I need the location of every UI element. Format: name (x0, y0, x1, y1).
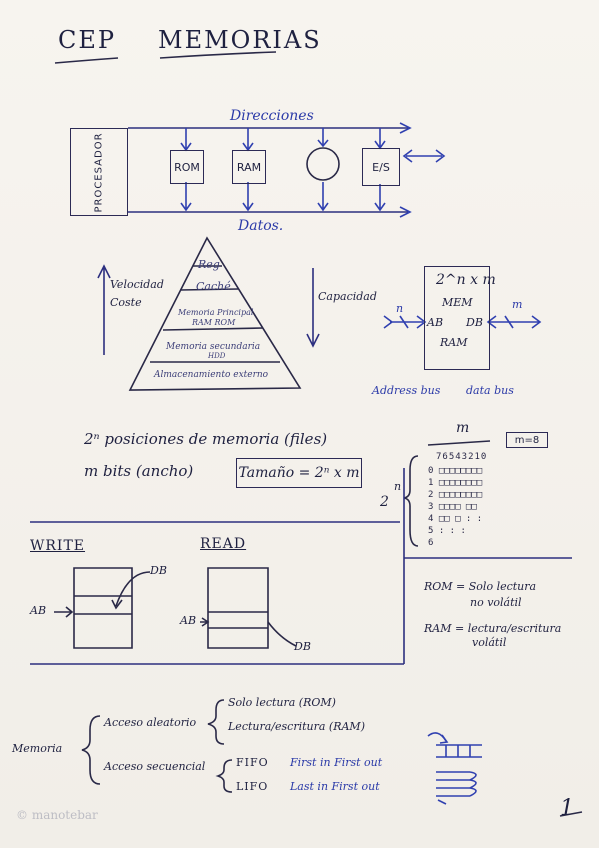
tree-rw: Lectura/escritura (RAM) (228, 720, 365, 733)
mem-db: DB (466, 316, 483, 329)
memory-block (424, 266, 490, 370)
grid-two-label: 2 (380, 494, 389, 510)
grid-row-5: 5 : : : (428, 526, 466, 536)
pyramid-main: Memoria Principal (178, 308, 254, 317)
tree-lifo-desc: Last in First out (290, 780, 380, 793)
grid-row-0: 0 □□□□□□□□ (428, 466, 483, 476)
watermark: © manotebar (16, 808, 98, 822)
mem-ab: AB (427, 316, 444, 329)
read-ab: AB (180, 614, 197, 627)
size-formula-box: Tamaño = 2ⁿ x m (236, 458, 362, 488)
grid-m-eq-box: m=8 (506, 432, 548, 448)
tree-root: Memoria (12, 742, 63, 755)
tree-seq: Acceso secuencial (104, 760, 206, 773)
positions-line-1: 2ⁿ posiciones de memoria (files) (84, 430, 328, 448)
tree-ro: Solo lectura (ROM) (228, 696, 336, 709)
ram-label: RAM (236, 160, 262, 174)
pyramid-reg: Reg (198, 258, 220, 271)
cost-label: Coste (110, 296, 142, 309)
es-box: E/S (362, 148, 400, 186)
pyramid-ramrom: RAM ROM (192, 318, 236, 327)
bus-address-label: Direcciones (230, 108, 314, 124)
mem-ram: RAM (440, 336, 468, 349)
mem-size: 2^n x m (436, 272, 496, 288)
rom-label: ROM (174, 160, 200, 174)
ram-box: RAM (232, 150, 266, 184)
pyramid-cache: Caché (196, 280, 231, 293)
grid-row-1: 1 □□□□□□□□ (428, 478, 483, 488)
grid-row-4: 4 □□ □ : : (428, 514, 483, 524)
read-label: READ (200, 536, 247, 552)
grid-n-label: n (394, 480, 402, 493)
title-memorias: MEMORIAS (158, 26, 322, 54)
grid-row-3: 3 □□□□ □□ (428, 502, 477, 512)
read-db: DB (294, 640, 311, 653)
tree-fifo: FIFO (236, 756, 269, 769)
pyramid-hdd: HDD (208, 352, 226, 360)
grid-m-eq: m=8 (514, 434, 540, 446)
bus-data-label: Datos. (238, 218, 284, 234)
rom-box: ROM (170, 150, 204, 184)
tree-random: Acceso aleatorio (104, 716, 197, 729)
tree-lifo: LIFO (236, 780, 269, 793)
mem-m: m (512, 298, 523, 311)
tree-fifo-desc: First in First out (290, 756, 383, 769)
grid-header: 76543210 (436, 452, 488, 462)
page-number: 1 (560, 796, 574, 821)
write-db: DB (150, 564, 167, 577)
pyramid-secondary: Memoria secundaria (166, 342, 261, 352)
write-label: WRITE (30, 538, 86, 554)
note-rom: ROM = Solo lectura (424, 580, 537, 593)
grid-row-2: 2 □□□□□□□□ (428, 490, 483, 500)
positions-line-2: m bits (ancho) (84, 462, 194, 480)
capacity-label: Capacidad (318, 290, 377, 303)
processor-label: PROCESADOR (93, 131, 105, 213)
title-cep: CEP (58, 26, 117, 54)
mem-n: n (396, 302, 404, 315)
pyramid-external: Almacenamiento externo (154, 370, 269, 380)
processor-box: PROCESADOR (70, 128, 128, 216)
note-rom-2: no volátil (470, 596, 522, 609)
note-ram-2: volátil (472, 636, 507, 649)
data-bus-label: data bus (466, 384, 514, 397)
note-ram: RAM = lectura/escritura (424, 622, 562, 635)
grid-m-label: m (456, 420, 470, 436)
mem-label: MEM (442, 296, 473, 309)
grid-row-6: 6 (428, 538, 434, 548)
size-formula: Tamaño = 2ⁿ x m (238, 465, 360, 481)
address-bus-label: Address bus (372, 384, 441, 397)
write-ab: AB (30, 604, 47, 617)
es-label: E/S (372, 160, 390, 174)
velocity-label: Velocidad (110, 278, 164, 291)
